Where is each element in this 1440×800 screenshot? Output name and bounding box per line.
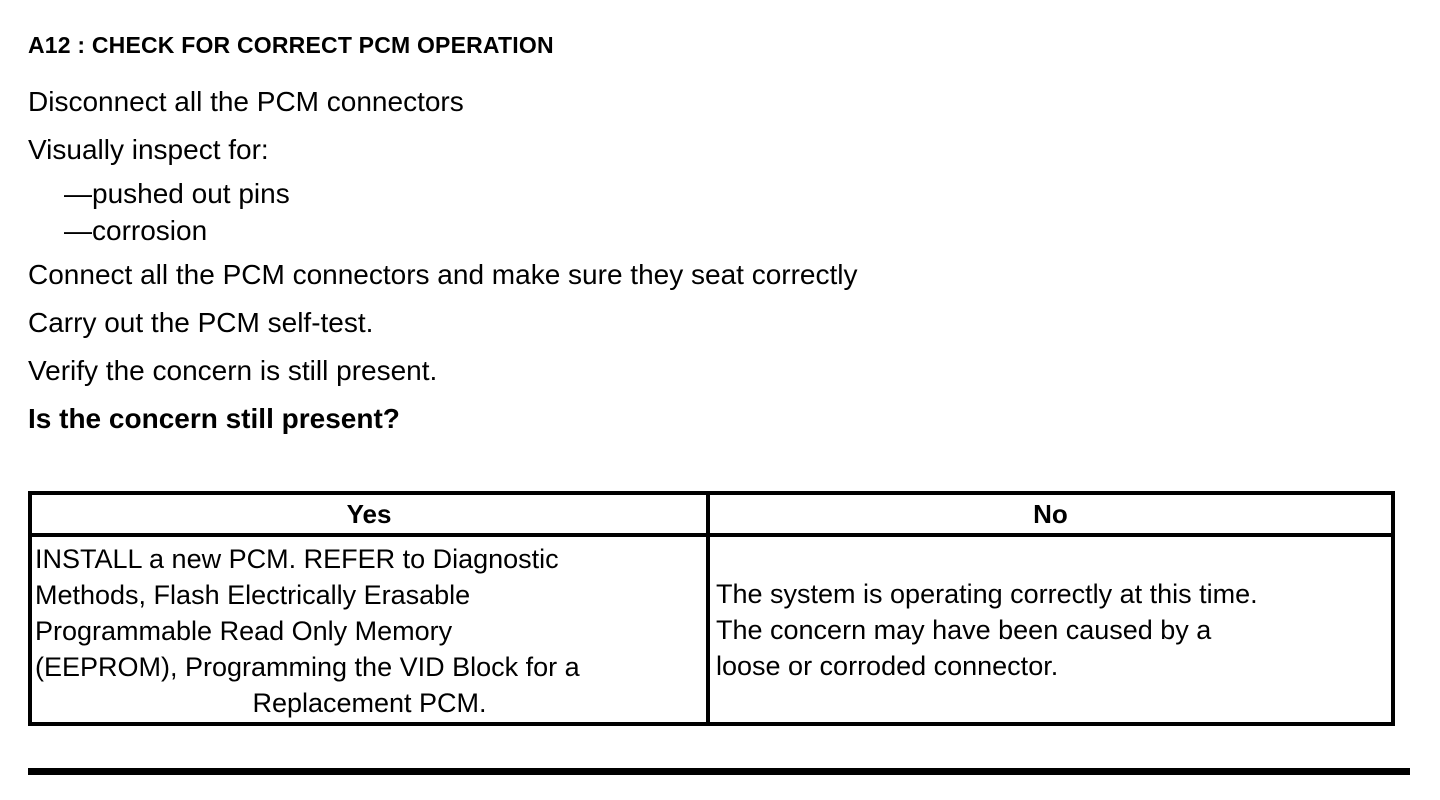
no-action-line-2: The concern may have been caused by a — [716, 614, 1212, 645]
decision-table: Yes No INSTALL a new PCM. REFER to Diagn… — [28, 491, 1395, 726]
table-header-cell-yes: Yes — [32, 495, 710, 533]
page-title: A12 : CHECK FOR CORRECT PCM OPERATION — [28, 32, 554, 58]
table-header-label-no: No — [1033, 498, 1068, 529]
no-action-line-3: loose or corroded connector. — [716, 650, 1059, 681]
procedure-line-verify: Verify the concern is still present. — [28, 355, 438, 386]
inspection-sub-list: —pushed out pins —corrosion — [28, 174, 1408, 251]
procedure-line-disconnect: Disconnect all the PCM connectors — [28, 86, 464, 117]
procedure-steps: Disconnect all the PCM connectors Visual… — [28, 78, 1408, 443]
no-action-text: The system is operating correctly at thi… — [710, 537, 1391, 722]
yes-action-line-2: Methods, Flash Electrically Erasable — [35, 580, 471, 610]
decision-question: Is the concern still present? — [28, 403, 400, 434]
table-header-cell-no: No — [710, 495, 1391, 533]
yes-action-line-3: Programmable Read Only Memory — [35, 616, 453, 646]
inspection-item-pushed-out-pins: —pushed out pins — [64, 178, 290, 209]
procedure-line-self-test: Carry out the PCM self-test. — [28, 307, 374, 338]
table-body-row: INSTALL a new PCM. REFER to Diagnostic M… — [32, 537, 1391, 722]
yes-action-line-1: INSTALL a new PCM. REFER to Diagnostic — [35, 544, 559, 574]
table-cell-yes: INSTALL a new PCM. REFER to Diagnostic M… — [32, 537, 710, 722]
procedure-line-connect: Connect all the PCM connectors and make … — [28, 259, 858, 290]
footer-divider — [28, 768, 1410, 775]
no-action-line-1: The system is operating correctly at thi… — [716, 578, 1258, 609]
procedure-line-inspect: Visually inspect for: — [28, 134, 269, 165]
table-header-label-yes: Yes — [346, 498, 392, 529]
inspection-item-corrosion: —corrosion — [64, 215, 208, 246]
yes-action-line-5: Replacement PCM. — [252, 688, 487, 718]
yes-action-text: INSTALL a new PCM. REFER to Diagnostic M… — [32, 537, 706, 722]
yes-action-line-4: (EEPROM), Programming the VID Block for … — [35, 652, 580, 682]
table-header-row: Yes No — [32, 495, 1391, 537]
table-cell-no: The system is operating correctly at thi… — [710, 537, 1391, 722]
